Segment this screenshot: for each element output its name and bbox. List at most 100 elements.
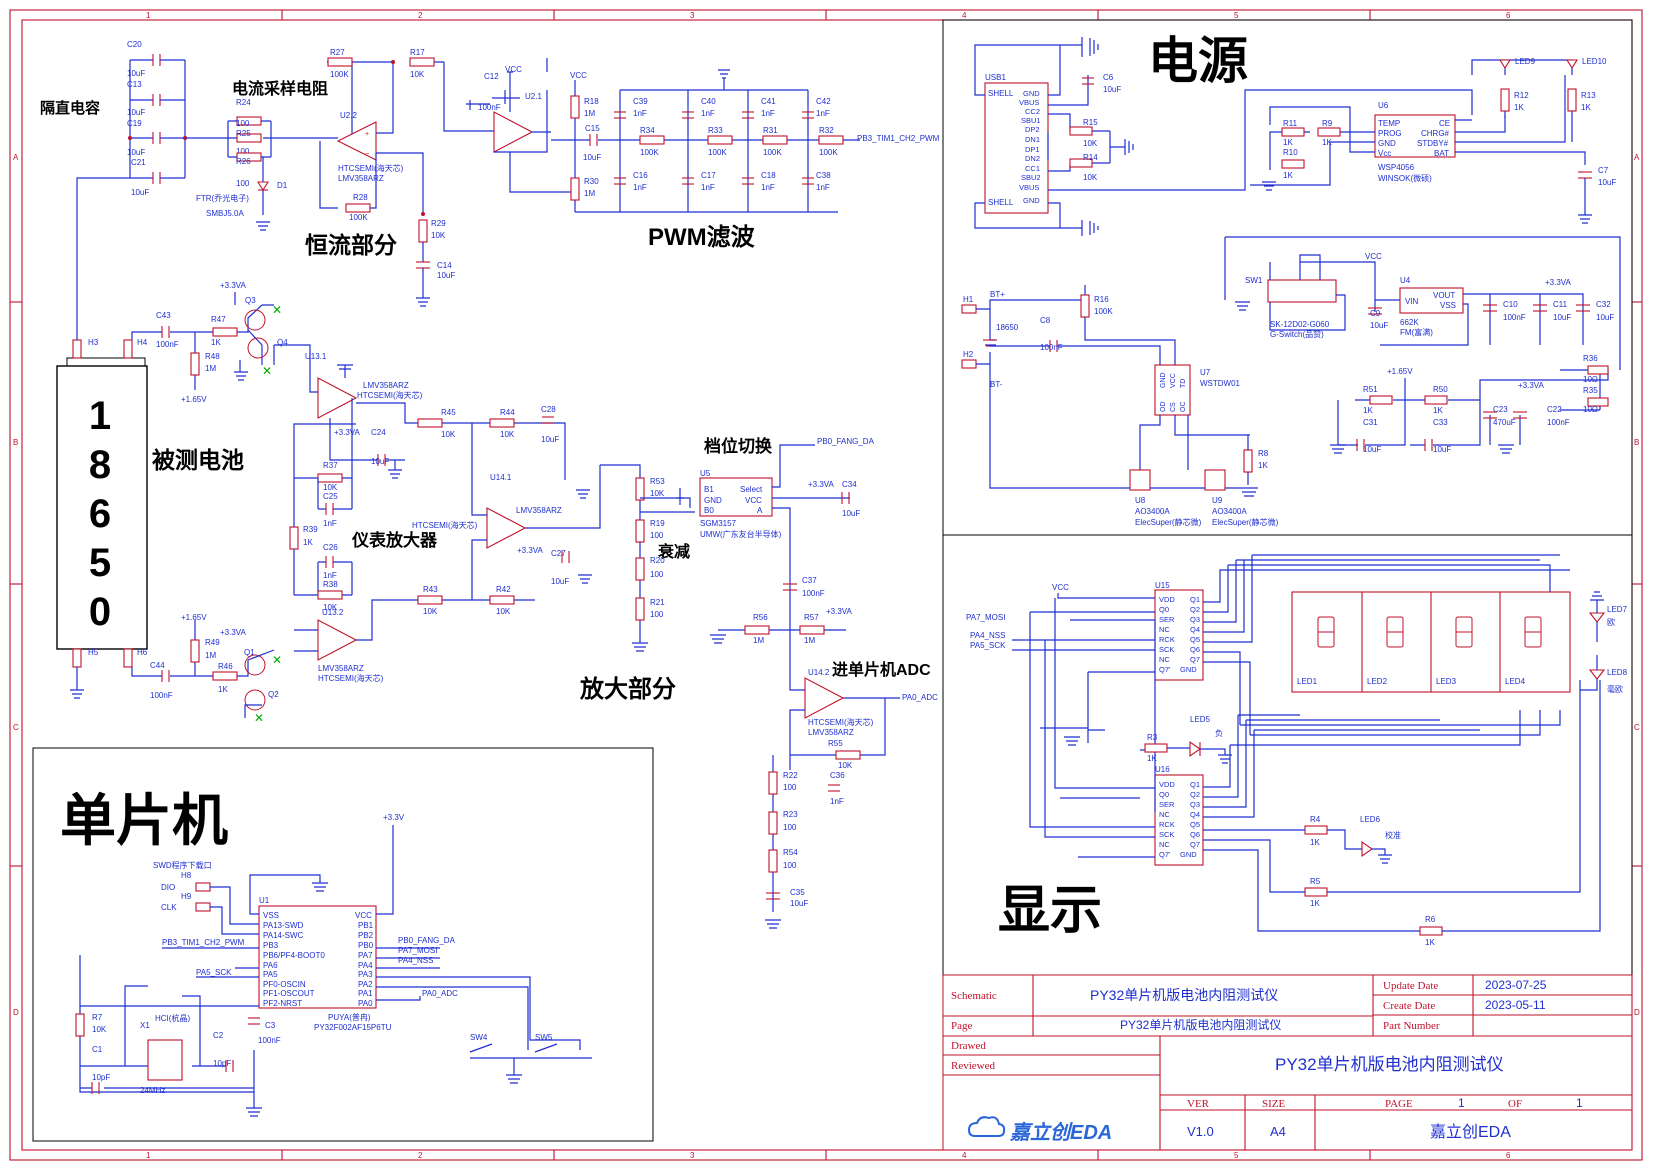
label-parts-hc595_r-5: Q6	[1190, 645, 1200, 654]
rect-shape	[1424, 395, 1448, 405]
label-parts-h6: H6	[137, 648, 148, 657]
label-parts-r21-1: 100	[650, 610, 664, 619]
label-nets-fang: PB0_FANG_DA	[398, 936, 456, 945]
path-shape	[356, 402, 566, 480]
label-title_block-size_label: SIZE	[1262, 1098, 1286, 1110]
rect-shape	[635, 557, 645, 581]
text-shape: ✕	[262, 364, 272, 378]
label-parts-u6-2: WINSOK(微硕)	[1378, 173, 1432, 183]
path-shape	[329, 418, 405, 470]
label-parts-c43-1: 100nF	[156, 340, 179, 349]
rect-shape	[635, 597, 645, 621]
label-nets-p33: +3.3VA	[334, 428, 361, 437]
label-parts-r42-0: R42	[496, 585, 511, 594]
label-parts-c23-1: 470uF	[1493, 418, 1516, 427]
polygon-shape	[336, 121, 377, 161]
label-parts-usbpins_r-0: GND	[1023, 89, 1040, 98]
label-parts-u5-1: SGM3157	[700, 519, 737, 528]
label-parts-hc595_l-3: NC	[1159, 625, 1170, 634]
label-parts-q4: Q4	[277, 338, 288, 347]
path-shape	[131, 660, 249, 677]
label-parts-r30-1: 1M	[584, 189, 595, 198]
label-parts-u6pins-6: STDBY#	[1417, 139, 1449, 148]
label-parts-u4-2: FM(富满)	[1400, 327, 1433, 337]
label-parts-c26-1: 1nF	[323, 571, 337, 580]
battery-18650: 1 8 6 5 0	[56, 357, 148, 650]
label-parts-r39-0: R39	[303, 525, 318, 534]
label-parts-u7pins-5: OC	[1180, 402, 1187, 413]
label-parts-hc595_l-0: VDD	[1159, 595, 1175, 604]
label-parts-r7-1: 10K	[92, 1025, 107, 1034]
label-parts-r48-1: 1M	[205, 364, 216, 373]
path-shape	[129, 60, 186, 178]
rect-shape	[1567, 88, 1577, 112]
label-parts-u6pins-0: TEMP	[1378, 119, 1400, 128]
rect-shape	[639, 135, 665, 145]
label-parts-hc595_l-1: Q0	[1159, 605, 1169, 614]
label-parts-c15-0: C15	[585, 124, 600, 133]
net-label-pwm: PB3_TIM1_CH2_PWM	[857, 134, 940, 143]
label-parts-u8-2: ElecSuper(静芯微)	[1135, 517, 1202, 527]
label-parts-hc595_r-0: Q1	[1190, 780, 1200, 789]
text-shape: ✕	[272, 303, 282, 317]
label-parts-r44-0: R44	[500, 408, 515, 417]
label-parts-u9-0: U9	[1212, 496, 1223, 505]
label-parts-c22-1: 100nF	[1547, 418, 1570, 427]
instrument-amplifier: U13.1 LMV358ARZ HTCSEMI(海天芯) +3.3VA C241…	[273, 344, 601, 683]
label-parts-hc595_l-7: Q7'	[1159, 850, 1171, 859]
label-parts-c24-1: 10uF	[371, 457, 389, 466]
label-parts-c21-0: C21	[131, 158, 146, 167]
label-parts-hc595_r-2: Q3	[1190, 800, 1200, 809]
label-nets-p33: +3.3VA	[826, 607, 853, 616]
label-parts-c11-0: C11	[1553, 300, 1568, 309]
label-parts-h5: H5	[88, 648, 99, 657]
rect-shape	[984, 82, 1049, 214]
label-parts-u142-2: LMV358ARZ	[808, 728, 854, 737]
label-parts-u142-1: HTCSEMI(海天芯)	[808, 717, 874, 727]
rect-shape	[1500, 88, 1510, 112]
label-parts-q1: Q1	[244, 648, 255, 657]
label-parts-r4-0: R4	[1310, 815, 1321, 824]
path-shape	[974, 37, 1099, 96]
label-parts-r48-0: R48	[205, 352, 220, 361]
label-nets-p165: +1.65V	[1387, 367, 1413, 376]
label-parts-hc595_l-2: SER	[1159, 800, 1175, 809]
label-parts-usbpins_r-3: SBU1	[1021, 116, 1041, 125]
pwm-filter-title: PWM滤波	[648, 224, 756, 251]
label-parts-r55-0: R55	[828, 739, 843, 748]
rect-shape	[72, 339, 82, 359]
label-parts-c15-1: 10uF	[583, 153, 601, 162]
rect-shape	[768, 771, 778, 795]
label-parts-r43-1: 10K	[423, 607, 438, 616]
label-parts-r45-0: R45	[441, 408, 456, 417]
label-nets-nss: PA4_NSS	[398, 956, 433, 965]
path-shape	[509, 152, 575, 193]
label-parts-u7pins-3: OD	[1160, 402, 1167, 413]
label-nets-p33v: +3.3V	[383, 813, 405, 822]
label-parts-hc595_l-1: Q0	[1159, 790, 1169, 799]
label-parts-c8-1: 100nF	[1040, 343, 1063, 352]
rect-shape	[56, 365, 148, 650]
label-parts-r34-1: 100K	[640, 148, 659, 157]
label-parts-u5-0: U5	[700, 469, 711, 478]
path-shape	[507, 71, 513, 112]
label-parts-r19-0: R19	[650, 519, 665, 528]
label-parts-r55-1: 10K	[838, 761, 853, 770]
path-shape	[1012, 593, 1155, 789]
label-parts-u1pins_r-5: PA4	[358, 961, 373, 970]
path-shape	[1578, 178, 1592, 224]
path-shape	[234, 292, 274, 365]
label-nets-vcc: VCC	[570, 71, 587, 80]
label-parts-r25-0: R25	[236, 129, 251, 138]
label-parts-r42-1: 10K	[496, 607, 511, 616]
label-parts-c12-0: C12	[484, 72, 499, 81]
rect-shape	[75, 1013, 85, 1037]
path-shape	[443, 58, 548, 132]
path-shape	[469, 1043, 592, 1084]
label-parts-usbpins_r-2: CC2	[1025, 107, 1040, 116]
